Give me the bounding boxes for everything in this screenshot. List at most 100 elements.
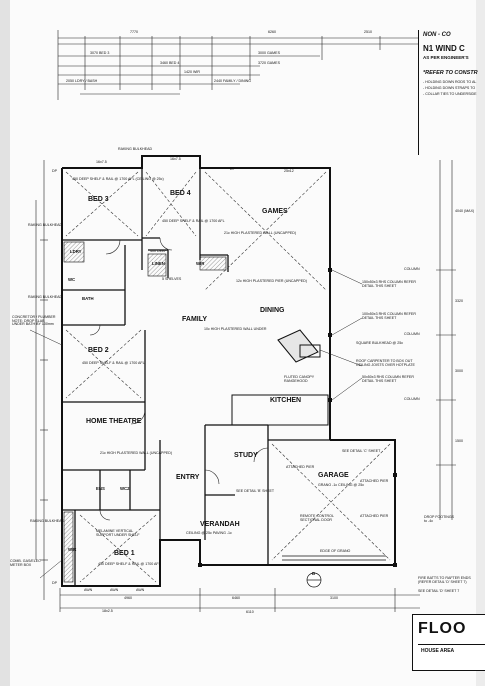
note-shelf-bed3: 450 DEEP SHELF & RAIL @ 1700 AFL (CEILIN… [72,177,164,181]
note-drop-footings: DROP FOOTINGS to -4c [424,515,455,523]
title-block-engineer: AS PER ENGINEER'S [423,55,469,60]
bulkhead-dashes [65,171,391,583]
note-remote-door: REMOTE CONTROL SECTIONAL DOOR [300,514,334,522]
interior-walls [62,168,395,586]
scan-edge-right [476,0,485,686]
top-dimensions [57,30,418,100]
note-see-detail-c: SEE DETAIL 'C' SHEET [342,449,381,453]
title-block-bullet-1: - HOLDING DOWN RODS TO AL [423,80,477,84]
dim-bottom-mid: 6460 [232,596,240,600]
note-rhs-b: 100x50x3 RHS COLUMN REFER DETAIL THIS SH… [362,312,416,320]
dim-bottom-total: 6110 [246,610,254,614]
dim-bottom-left: 4960 [124,596,132,600]
dim-bed1: 18x2.5 [102,609,113,613]
dim-awn2: AWN [110,588,119,592]
note-edge-grano: EDGE OF GRANO [320,549,351,553]
room-bed3: BED 3 [88,196,109,203]
note-melamine: MELAMINE VERTICAL SUPPORT UNDER SHELF [96,529,140,537]
left-dimensions [35,160,48,600]
note-fluted-canopy: FLUTED CANOPY RANGEHOOD [284,375,315,383]
title-block-refer: *REFER TO CONSTR [423,70,478,76]
dim-dp2: DP [230,167,235,171]
note-roof-carpenter: ROOF CARPENTER TO BOX OUT CEILING JOISTS… [356,359,415,367]
scan-edge-left [0,0,10,686]
note-attached-pier2: ATTACHED PIER [360,479,389,483]
note-wall-theatre: 21c HIGH PLASTERED WALL (UNCAPPED) [100,451,173,455]
garage-door [282,555,386,561]
note-column-b: COLUMN [404,332,420,336]
hatched-areas [63,241,227,583]
room-wc2: WC2 [120,486,130,491]
dim-left-b: 3320 [455,299,463,303]
room-wir-bottom: WIR [68,547,77,552]
room-garage: GARAGE [318,472,349,479]
room-study: STUDY [234,452,258,459]
dim-left-c: 3000 [455,369,463,373]
note-raking-bulkhead-bottom: RAKING BULKHEAD [30,519,65,523]
note-shelf-bed2: 450 DEEP SHELF & RAIL @ 1700 AFL [82,361,145,365]
stamp-title: FLOO [418,620,467,637]
note-shelf-bed4: 450 DEEP SHELF & RAIL @ 1700 AFL [162,219,225,223]
dim-r1b: 3000 GAMES [258,51,280,55]
room-kitchen: KITCHEN [270,397,302,404]
title-block-wind-class: N1 WIND C [423,44,465,53]
note-ceiling-garage: GRANO -1c CEILING @ 25c [318,483,364,487]
note-see-detail-b: SEE DETAIL 'B' SHEET [236,489,275,493]
title-block-bullet-3: - COLLAR TIES TO UNDERSIDE [423,92,477,96]
title-block-bullet-2: - HOLDING DOWN STRAPS TO [423,86,476,90]
note-shelves: 5 SHELVES [162,277,182,281]
room-ens: ENS [96,486,105,491]
section-marker [306,572,322,588]
room-bath: BATH [82,296,94,301]
note-raking-bulkhead-top: RAKING BULKHEAD [118,147,153,151]
dim-r3a: 1420 WIR [184,70,200,74]
note-rhs-a: 150x50x3 RHS COLUMN REFER DETAIL THIS SH… [362,280,416,288]
note-see-detail-d: SEE DETAIL 'D' SHEET 7 [418,589,460,593]
dim-bottom-right: 3100 [330,596,338,600]
leader-lines [29,269,363,579]
room-wc: WC [68,277,76,282]
room-wir-top: WIR [196,261,205,266]
dim-r1a: 3070 BED 3 [90,51,110,55]
note-wall-family: 10c HIGH PLASTERED WALL UNDER [204,327,267,331]
dim-r3b: 2440 FAMILY / DINING [214,79,252,83]
note-linen: 400 DEEP [150,249,167,253]
note-attached-pier1: ATTACHED PIER [286,465,315,469]
note-column-c: COLUMN [404,397,420,401]
note-bulkhead-square: SQUARE BULKHEAD @ 25c [356,341,403,345]
note-fire-batts: FIRE BATTS TO RAFTER ENDS (REFER DETAIL … [418,576,471,584]
dim-awn1: AWN [84,588,93,592]
dim-top-mid: 6260 [268,30,276,34]
room-games: GAMES [262,208,288,215]
dim-bed4: 16x7.5 [170,157,181,161]
note-raking-bulkhead-left2: RAKING BULKHEAD [28,295,63,299]
note-pier-dining: 12c HIGH PLASTERED PIER (UNCAPPED) [236,279,307,283]
note-shelf-bed1: 450 DEEP SHELF & RAIL @ 1700 AFL [98,562,161,566]
room-home-theatre: HOME THEATRE [86,418,142,425]
note-ceiling-verandah: CEILING @ 25c PAVING -1c [186,531,232,535]
columns [198,268,397,567]
note-rhs-c: 50x50x3 RHS COLUMN REFER DETAIL THIS SHE… [362,375,414,383]
room-bed4: BED 4 [170,190,191,197]
dim-r2b: 3720 GAMES [258,61,280,65]
note-attached-pier3: ATTACHED PIER [360,514,389,518]
right-dimensions [436,160,456,520]
room-verandah: VERANDAH [200,521,240,528]
title-block: NON - CO N1 WIND C AS PER ENGINEER'S *RE… [418,30,485,155]
room-bed1: BED 1 [114,550,135,557]
bottom-dimensions [59,588,420,612]
note-comb-gas: COMB. GAS/ELEC METER BOX [10,559,41,567]
dim-left-d: 1500 [455,439,463,443]
title-block-note-top: NON - CO [423,32,451,38]
dim-top-total: 7770 [130,30,138,34]
drawing-stamp: FLOO HOUSE AREA [412,614,485,671]
note-concrete: CONCRETOR / PLUMBER NOTE: DROP SLAB UNDE… [12,315,56,327]
dim-dp3: DP [52,581,57,585]
room-ldry: LDRY [70,249,82,254]
section-ref-b: B [312,571,316,576]
kitchen-bench [231,329,329,426]
room-linen: LINEN [152,261,165,266]
dim-r4a: 2050 LDRY / BASH [66,79,98,83]
